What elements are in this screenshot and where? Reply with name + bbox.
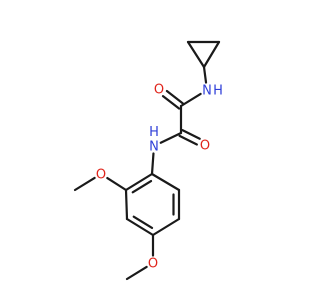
bond-n1-co1: [179, 92, 202, 108]
bond-co2-o2-b: [181, 129, 201, 140]
bond-co1-o1-b: [161, 95, 181, 110]
atom-label-o3: O: [96, 168, 106, 183]
bond-r3-r4: [125, 217, 155, 237]
atom-label-o1: O: [154, 83, 164, 98]
atom-hydrogen-n2: H: [149, 125, 159, 140]
bond-r3-r4-inner: [132, 215, 154, 230]
bond-co1-o1-a: [165, 89, 185, 105]
bond-r1-r2-inner: [131, 179, 153, 194]
bond-o3-me1: [73, 176, 96, 192]
bond-r2-r3: [124, 188, 129, 221]
bond-cp3-n1: [202, 65, 208, 84]
bond-o4-me2: [125, 265, 148, 281]
atom-label-o4: O: [148, 257, 158, 272]
bond-r2-o3: [106, 176, 128, 192]
atom-label-o2: O: [200, 139, 210, 154]
bond-co2-o2-a: [178, 134, 198, 146]
bond-r1-r2: [124, 172, 154, 192]
atom-hydrogen-n1: H: [213, 84, 223, 99]
bond-r6-r1: [150, 172, 181, 192]
atom-label-n2: N: [149, 140, 159, 155]
atom-label-n1: N: [202, 84, 212, 99]
bond-n2-r1: [150, 152, 155, 176]
bond-r4-r5: [151, 217, 181, 237]
bond-co2-n2: [159, 131, 183, 144]
bond-cp3-cp1: [186, 40, 206, 69]
bond-cp2-cp3: [202, 40, 221, 69]
